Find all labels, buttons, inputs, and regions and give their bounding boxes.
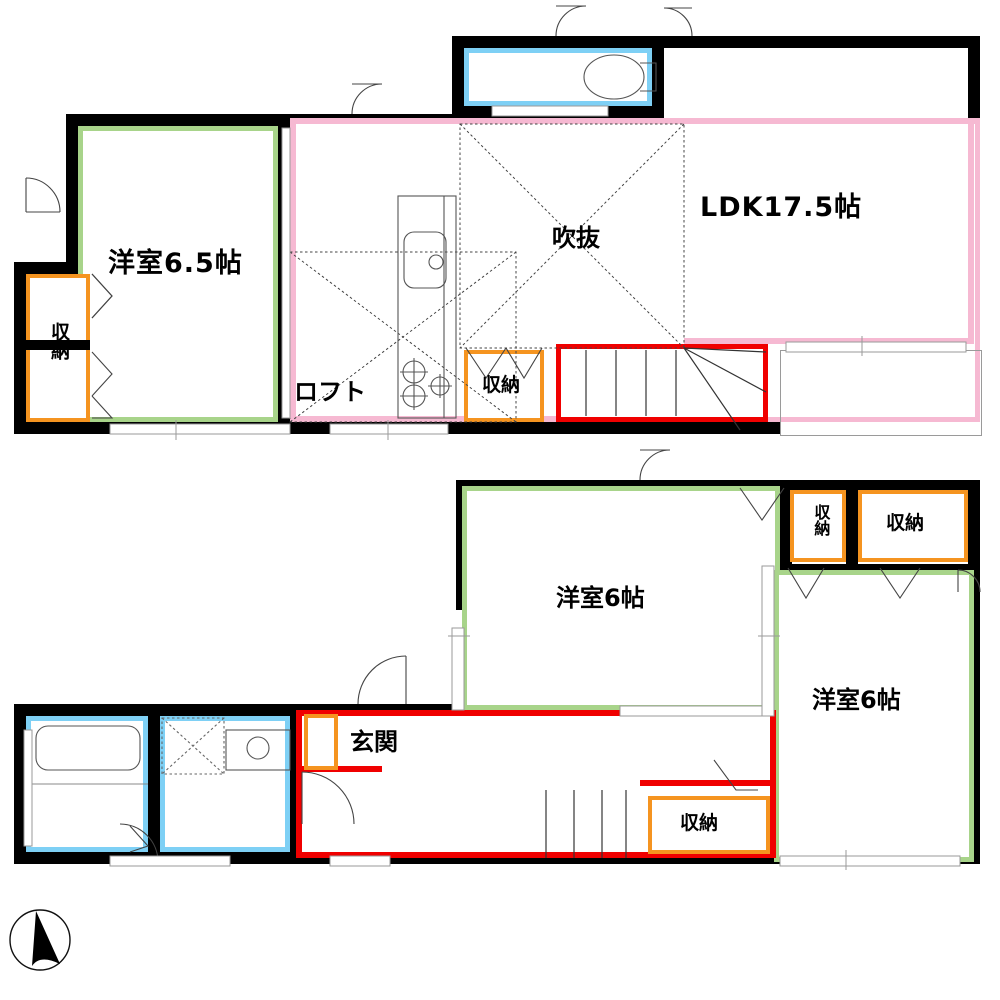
closet-label-lo-a-text: 収納 — [811, 504, 831, 536]
balcony-up-outline — [780, 350, 982, 436]
wall-up-mid-vert — [278, 114, 290, 434]
wall-up-wc-right — [652, 36, 664, 118]
closet-lo-b[interactable] — [858, 490, 968, 562]
wall-up-wc-bottom — [452, 106, 664, 118]
room-label-up-void: 吹抜 — [552, 224, 600, 252]
pink-edge-right-ldk — [968, 118, 974, 344]
room-label-up-bedroom: 洋室6.5帖 — [108, 248, 243, 279]
pink-edge-bottom-ldk — [684, 338, 974, 344]
wall-up-left-closet-box — [14, 262, 90, 274]
closet-lo-a[interactable] — [790, 490, 846, 562]
room-label-lo-bedroom-north: 洋室6帖 — [556, 584, 645, 612]
closet-label-lo-b: 収納 — [886, 512, 925, 534]
closet-up-left-divider — [14, 340, 90, 350]
room-label-lo-entrance: 玄関 — [350, 728, 398, 756]
staircase-up[interactable] — [556, 344, 768, 422]
red-edge-corridor-bottom — [296, 852, 776, 858]
wall-up-wc-left — [452, 36, 464, 118]
wall-up-left-a — [66, 114, 78, 274]
room-label-up-ldk: LDK17.5帖 — [700, 192, 863, 223]
red-edge-corridor-left-up — [296, 710, 302, 772]
red-edge-corridor-left-lo — [296, 772, 302, 858]
wall-lo-closet-sep-b — [846, 480, 858, 564]
closet-lo-c[interactable] — [648, 796, 770, 854]
closet-label-up-left-text: 収納 — [47, 322, 70, 360]
closet-label-up-left: 収納 — [34, 322, 82, 364]
room-label-lo-bedroom-east: 洋室6帖 — [812, 686, 901, 714]
red-edge-corridor-right — [770, 710, 776, 858]
closet-label-up-mid: 収納 — [482, 374, 521, 396]
room-lo-bedroom-6-east[interactable] — [774, 570, 974, 862]
wall-up-top-right — [452, 36, 980, 48]
wall-lo-right-top — [968, 480, 980, 580]
pink-edge-top-ldk — [290, 118, 980, 124]
red-edge-corridor-step — [296, 766, 382, 772]
wall-lo-closetrow-top — [780, 480, 980, 492]
north-arrow-icon — [9, 909, 71, 971]
closet-label-lo-c: 収納 — [680, 812, 719, 834]
red-edge-closet-c-top — [640, 780, 772, 786]
closet-lo-entry[interactable] — [304, 714, 338, 770]
room-up-toilet[interactable] — [464, 48, 652, 106]
closet-label-lo-a: 収納 — [800, 504, 840, 539]
red-edge-corridor-top — [296, 710, 776, 716]
room-label-up-loft: ロフト — [294, 378, 366, 406]
wall-up-closet-mid-b — [452, 422, 556, 434]
pink-edge-left-loft — [290, 118, 296, 422]
room-lo-washroom[interactable] — [160, 716, 290, 852]
wall-lo-wash-mid-vert — [148, 704, 160, 864]
wall-lo-wash-left — [14, 704, 26, 864]
room-lo-bathroom[interactable] — [26, 716, 148, 852]
